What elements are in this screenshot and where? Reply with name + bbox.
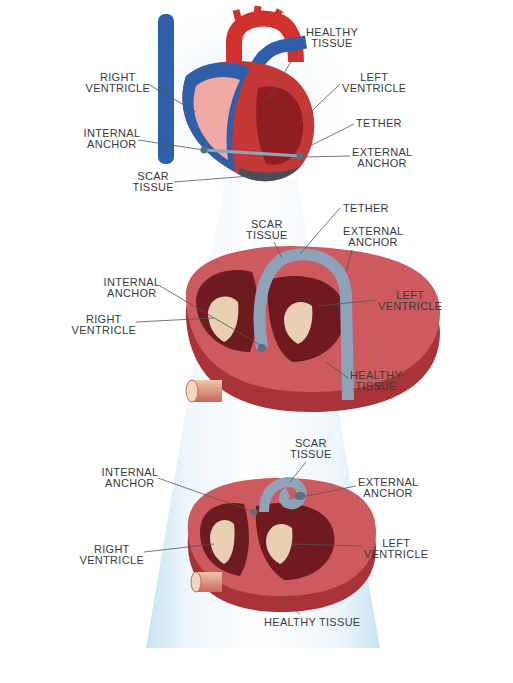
part-label: HEALTHY TISSUE <box>306 27 358 49</box>
right-valve <box>208 297 238 342</box>
leader-line <box>268 38 305 100</box>
external-anchor <box>297 153 304 160</box>
leader-line <box>306 486 356 496</box>
leader-line <box>138 140 204 150</box>
section-top <box>188 478 376 596</box>
aortic-branches <box>236 6 280 30</box>
part-label: INTERNAL ANCHOR <box>84 128 140 150</box>
right-ventricle-cavity <box>196 270 258 352</box>
vessel-end <box>186 380 198 402</box>
leader-line <box>326 362 348 378</box>
part-label: HEALTHY TISSUE <box>264 617 361 628</box>
vessel-end <box>191 572 201 592</box>
part-label: HEALTHY TISSUE <box>350 370 402 392</box>
leader-line <box>144 544 214 552</box>
leader-line <box>174 176 250 182</box>
part-label: RIGHT VENTRICLE <box>72 314 136 336</box>
part-label: INTERNAL ANCHOR <box>102 467 158 489</box>
part-label: RIGHT VENTRICLE <box>86 72 150 94</box>
heart-cross-section <box>186 246 440 412</box>
right-ventricle-cavity <box>194 77 240 160</box>
left-ventricle-cavity <box>256 503 335 580</box>
left-valve <box>284 302 312 344</box>
part-label: EXTERNAL ANCHOR <box>358 477 418 499</box>
leader-line <box>160 286 262 346</box>
part-label: SCAR TISSUE <box>246 219 288 241</box>
leader-line <box>282 598 300 614</box>
leader-line <box>290 462 306 482</box>
leader-lines <box>136 38 376 614</box>
tether <box>204 150 300 156</box>
part-label: SCAR TISSUE <box>290 438 332 460</box>
leader-line <box>318 300 376 306</box>
left-valve <box>266 524 292 564</box>
leader-line <box>148 84 196 112</box>
leader-line <box>292 544 362 546</box>
scar-tissue <box>238 166 301 181</box>
part-label: INTERNAL ANCHOR <box>104 277 160 299</box>
glow-halo <box>120 0 360 200</box>
reshaped-cross-section <box>188 478 376 612</box>
heart-body <box>182 61 314 181</box>
leader-line <box>274 242 282 258</box>
leader-line <box>300 208 340 254</box>
right-ventricle-cavity <box>200 503 249 576</box>
part-label: TETHER <box>356 118 402 129</box>
leader-line <box>296 84 340 126</box>
leader-line <box>302 124 354 150</box>
leader-line <box>158 478 254 512</box>
tether-band <box>260 254 348 400</box>
leader-line <box>302 156 350 157</box>
internal-anchor <box>258 344 266 352</box>
leader-line <box>346 250 352 272</box>
part-label: RIGHT VENTRICLE <box>80 544 144 566</box>
part-label: LEFT VENTRICLE <box>378 290 442 312</box>
leader-line <box>136 318 214 322</box>
part-label: EXTERNAL ANCHOR <box>343 226 403 248</box>
part-label: SCAR TISSUE <box>132 171 174 193</box>
vena-cava <box>158 14 174 164</box>
left-ventricle-cavity <box>268 276 346 362</box>
part-label: LEFT VENTRICLE <box>364 538 428 560</box>
part-label: LEFT VENTRICLE <box>342 72 406 94</box>
part-label: EXTERNAL ANCHOR <box>352 147 412 169</box>
section-top <box>186 246 440 392</box>
right-ventricle-wall <box>182 62 250 172</box>
part-label: TETHER <box>343 203 389 214</box>
right-valve <box>210 520 235 564</box>
external-anchor <box>294 492 306 500</box>
whole-heart <box>158 6 314 181</box>
